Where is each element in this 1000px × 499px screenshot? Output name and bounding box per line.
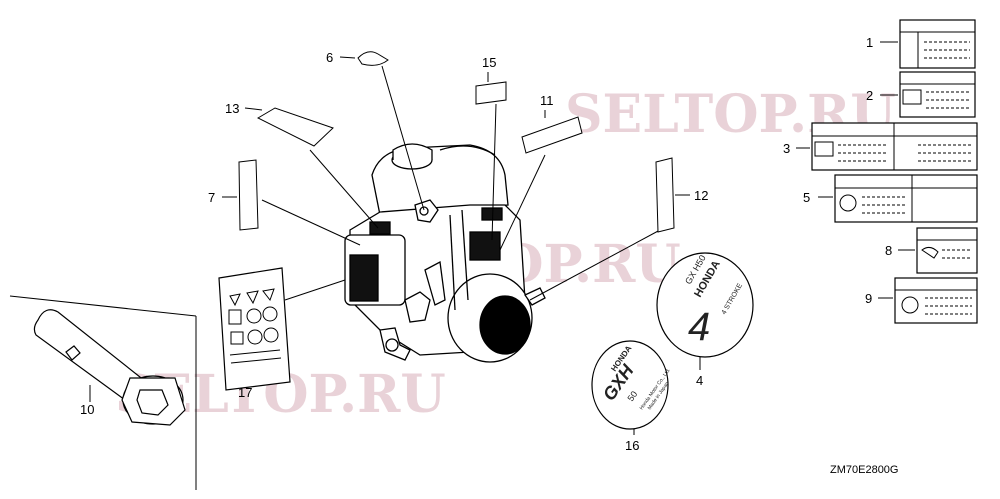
callout-8: 8	[885, 243, 892, 258]
callout-5: 5	[803, 190, 810, 205]
callout-1: 1	[866, 35, 873, 50]
callout-9: 9	[865, 291, 872, 306]
part-13-decal	[256, 107, 334, 147]
part-6-decal	[357, 51, 389, 66]
callout-17: 17	[238, 385, 252, 400]
callout-15: 15	[482, 55, 496, 70]
drawing-code: ZM70E2800G	[830, 464, 898, 476]
callout-11: 11	[540, 93, 554, 108]
callout-10: 10	[80, 402, 94, 417]
emblem-4-honda-gxh50: GX H50 HONDA 4 4 STROKE	[656, 252, 754, 358]
warning-label-8	[916, 227, 978, 274]
warning-label-2	[899, 71, 976, 118]
callout-numbers: 1 2 3 4 5 6 7 8 9 10 11 12 13 15 16 17	[80, 35, 892, 453]
callout-4: 4	[696, 373, 703, 388]
emblem-16-size: 50	[625, 389, 639, 403]
warning-label-1	[899, 19, 976, 69]
callout-7: 7	[208, 190, 215, 205]
part-17-warning-label	[218, 267, 291, 391]
part-15-decal	[475, 81, 507, 105]
callout-13: 13	[225, 101, 239, 116]
emblem-4-digit: 4	[688, 305, 710, 349]
callout-2: 2	[866, 88, 873, 103]
warning-label-9	[894, 277, 978, 324]
engine-drawing	[344, 143, 546, 363]
callout-3: 3	[783, 141, 790, 156]
callout-16: 16	[625, 438, 639, 453]
callout-6: 6	[326, 50, 333, 65]
emblem-16-honda-gxh50: HONDA GXH 50 Honda Motor Co., Ltd. Made …	[591, 340, 672, 430]
part-12-decal	[655, 157, 675, 233]
part-11-decal	[521, 116, 583, 154]
part-10-spark-plug-wrench	[33, 309, 186, 426]
warning-label-3	[811, 122, 978, 171]
warning-label-5	[834, 174, 978, 223]
callout-12: 12	[694, 188, 708, 203]
part-7-decal	[238, 159, 259, 231]
